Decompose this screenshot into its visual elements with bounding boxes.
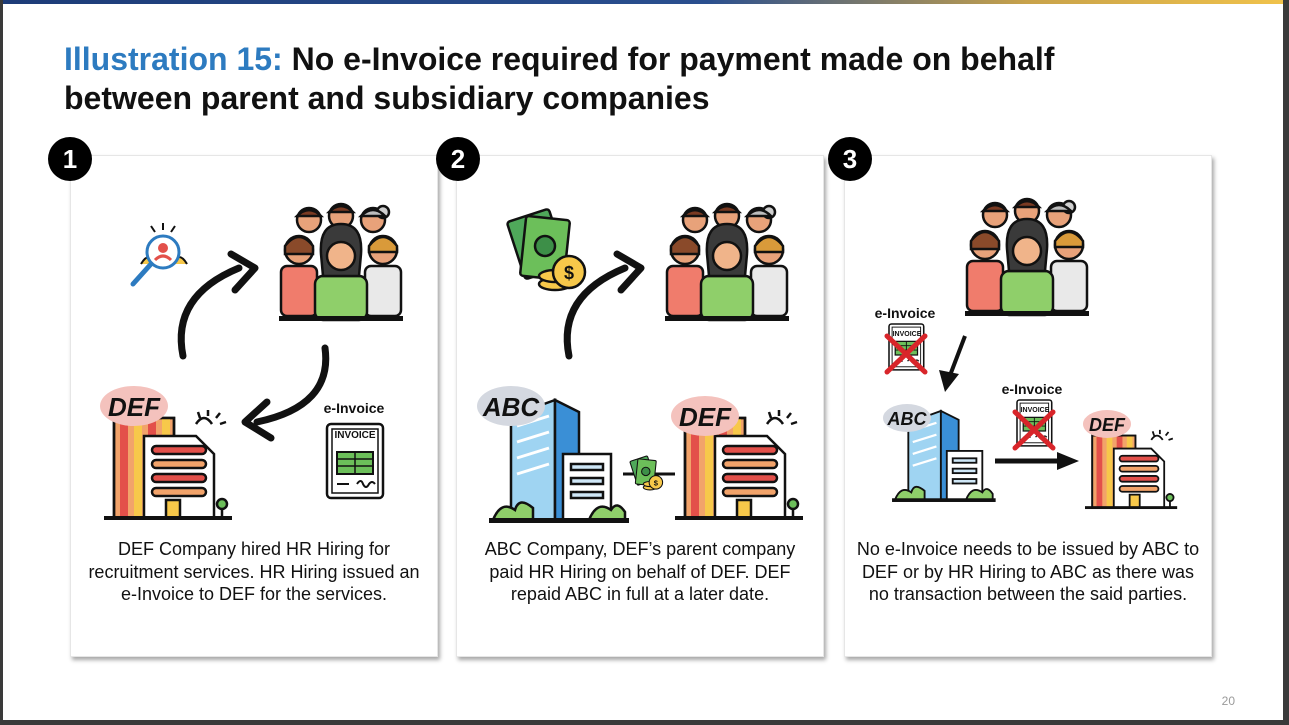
page-number: 20 (1221, 694, 1235, 708)
step-3-badge: 3 (828, 137, 872, 181)
step-1-caption: DEF Company hired HR Hiring for recruitm… (88, 539, 420, 604)
step-1-illustration: DEF e-Invoice INVOICE (100, 202, 405, 522)
invoice-doc-label: INVOICE (334, 430, 375, 441)
einvoice-label: e-Invoice (324, 400, 385, 416)
step-1-badge: 1 (48, 137, 92, 181)
def-company-building-icon (102, 408, 234, 522)
step-2-illustration: ABC DEF (477, 202, 805, 525)
einvoice-top-label: e-Invoice (875, 305, 936, 321)
def-label: DEF (1089, 415, 1126, 435)
hr-hiring-people-icon (277, 202, 405, 323)
title-main: No e-Invoice required for payment made o… (64, 41, 1055, 116)
money-cash-icon (505, 207, 587, 292)
top-accent-bar (3, 0, 1283, 4)
hr-hiring-people-icon (963, 197, 1091, 318)
step-card-3: e-Invoice INVOICE ABC e-Invoice INVOICE (844, 155, 1212, 657)
curved-arrow-down (253, 344, 330, 426)
abc-label: ABC (887, 409, 928, 429)
invoice-doc-label-mid: INVOICE (1021, 407, 1050, 414)
def-label: DEF (108, 392, 161, 422)
step-2-badge: 2 (436, 137, 480, 181)
hr-hiring-people-icon (663, 202, 791, 323)
def-label-bubble (1083, 410, 1131, 438)
einvoice-mid-label: e-Invoice (1002, 381, 1063, 397)
title-accent: Illustration 15: (64, 41, 283, 77)
def-company-building-icon (1084, 428, 1179, 510)
abc-label-bubble (477, 386, 545, 426)
abc-label: ABC (482, 392, 541, 422)
abc-label-bubble (883, 404, 931, 432)
step-3-caption: No e-Invoice needs to be issued by ABC t… (856, 539, 1200, 604)
step-card-1: DEF e-Invoice INVOICE DEF Company hired … (70, 155, 438, 657)
invoice-doc-label-top: INVOICE (893, 331, 922, 338)
magnifier-search-icon (130, 223, 188, 287)
curved-arrow-up (563, 264, 629, 360)
red-cross-icon (884, 333, 928, 375)
def-label: DEF (679, 402, 732, 432)
slide-title: Illustration 15: No e-Invoice required f… (64, 40, 1184, 118)
red-cross-icon (1012, 409, 1056, 451)
step-card-2: ABC DEF ABC Company, DEF’s parent compan… (456, 155, 824, 657)
curved-arrow-up (177, 264, 243, 360)
step-3-illustration: e-Invoice INVOICE ABC e-Invoice INVOICE (875, 197, 1179, 510)
slide: Illustration 15: No e-Invoice required f… (3, 0, 1283, 720)
def-label-bubble (671, 396, 739, 436)
step-2-caption: ABC Company, DEF’s parent company paid H… (484, 539, 796, 604)
diagonal-arrow (947, 335, 967, 379)
def-label-bubble (100, 386, 168, 426)
